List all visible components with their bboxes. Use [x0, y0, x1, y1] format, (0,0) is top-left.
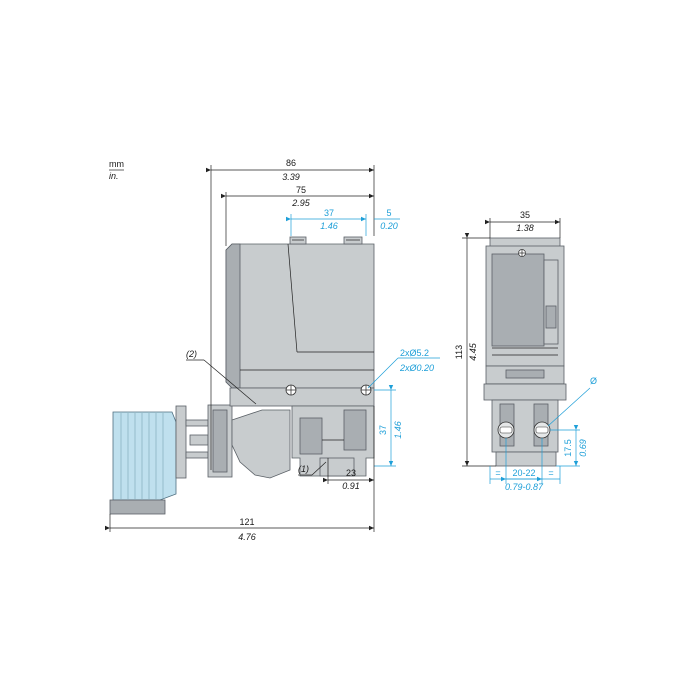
- dim-port-spacing: 20-22: [512, 468, 535, 478]
- note-2-label: (2): [186, 349, 197, 359]
- dim-total-length-in: 4.76: [238, 532, 256, 542]
- port-left: [497, 421, 515, 439]
- dim-body-width-in: 2.95: [291, 198, 311, 208]
- dim-front-height: 113: [454, 345, 464, 359]
- unit-secondary: in.: [109, 171, 119, 181]
- dim-front-width: 35: [520, 210, 530, 220]
- units-legend: mm in.: [109, 159, 124, 181]
- dim-hole-height-in: 1.46: [393, 421, 403, 439]
- callout-mounting-holes: 2xØ5.2: [400, 348, 429, 358]
- dim-overall-width: 86: [286, 158, 296, 168]
- dim-overall-width-in: 3.39: [282, 172, 300, 182]
- dim-port-spacing-in: 0.79-0.87: [505, 482, 544, 492]
- dim-hole-offset-in: 0.20: [380, 221, 398, 231]
- dim-port-offset-in: 0.91: [342, 481, 360, 491]
- callout-mounting-holes-in: 2xØ0.20: [399, 363, 434, 373]
- dim-front-height-in: 4.45: [468, 342, 478, 361]
- unit-primary: mm: [109, 159, 124, 169]
- dim-total-length: 121: [239, 517, 254, 527]
- callout-port-diameter: Ø: [590, 376, 597, 386]
- dim-port-height: 17.5: [563, 439, 573, 457]
- eq-mark-right: =: [548, 468, 553, 478]
- front-housing: [483, 237, 567, 467]
- dim-hole-spacing: 37: [324, 208, 334, 218]
- elbow: [231, 409, 291, 479]
- dim-hole-offset: 5: [386, 208, 391, 218]
- note-1-label: (1): [298, 464, 309, 474]
- side-view: 86 3.39 75 2.95 37 1.46 5 0.20 2xØ5.2 2x…: [105, 158, 440, 542]
- dim-body-width: 75: [296, 185, 306, 195]
- dim-port-height-in: 0.69: [578, 439, 588, 457]
- dim-port-offset: 23: [346, 468, 356, 478]
- port-block: [291, 405, 375, 477]
- dim-front-width-in: 1.38: [516, 223, 534, 233]
- dim-hole-height: 37: [378, 425, 388, 435]
- cable-connector: [109, 404, 233, 515]
- dim-hole-spacing-in: 1.46: [320, 221, 338, 231]
- eq-mark-left: =: [495, 468, 500, 478]
- front-view: 35 1.38 113 4.45 17.5 0.69 Ø = 20-22 = 0…: [454, 210, 597, 492]
- main-housing: [225, 236, 375, 407]
- port-right: [533, 421, 551, 439]
